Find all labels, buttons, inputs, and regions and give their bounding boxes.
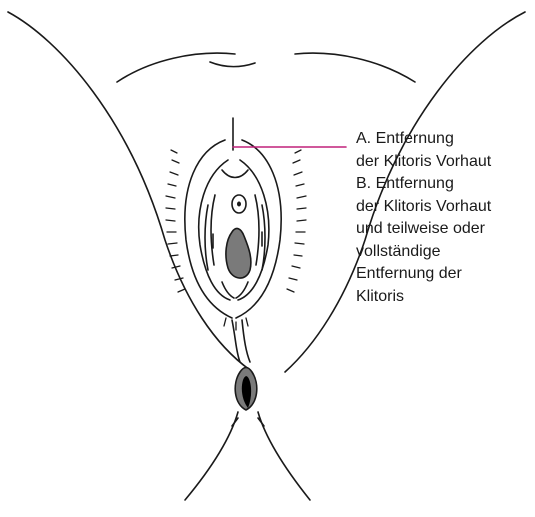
label-line-5: und teilweise oder — [356, 218, 534, 241]
buttock-right — [258, 412, 310, 500]
perineum-right — [242, 320, 250, 362]
label-line-3: B. Entfernung — [356, 173, 534, 196]
inner-labia-left — [199, 160, 230, 300]
fold-left-1 — [211, 195, 215, 265]
label-line-6: vollständige — [356, 241, 534, 264]
upper-left-curve — [117, 53, 235, 82]
left-thigh-outline — [8, 12, 250, 370]
callout-label: A. Entfernung der Klitoris Vorhaut B. En… — [356, 128, 534, 308]
upper-right-curve — [295, 53, 415, 82]
hair-hatching-left — [166, 150, 185, 292]
fold-top — [222, 170, 248, 178]
label-line-4: der Klitoris Vorhaut — [356, 196, 534, 219]
label-line-2: der Klitoris Vorhaut — [356, 151, 534, 174]
hair-hatching-right — [287, 150, 306, 292]
vaginal-opening — [226, 229, 251, 279]
clitoris-dot — [237, 202, 241, 207]
fold-right-1 — [255, 195, 259, 265]
inner-labia-right — [238, 160, 269, 300]
label-line-7: Entfernung der — [356, 263, 534, 286]
outer-labia-left — [185, 140, 232, 318]
pubic-mound-curve — [210, 62, 255, 67]
fold-bottom-left — [222, 282, 234, 298]
label-line-1: A. Entfernung — [356, 128, 534, 151]
buttock-left — [185, 412, 238, 500]
fold-left-2 — [205, 205, 208, 270]
hair-hatching-bottom — [224, 318, 248, 330]
label-line-8: Klitoris — [356, 286, 534, 309]
